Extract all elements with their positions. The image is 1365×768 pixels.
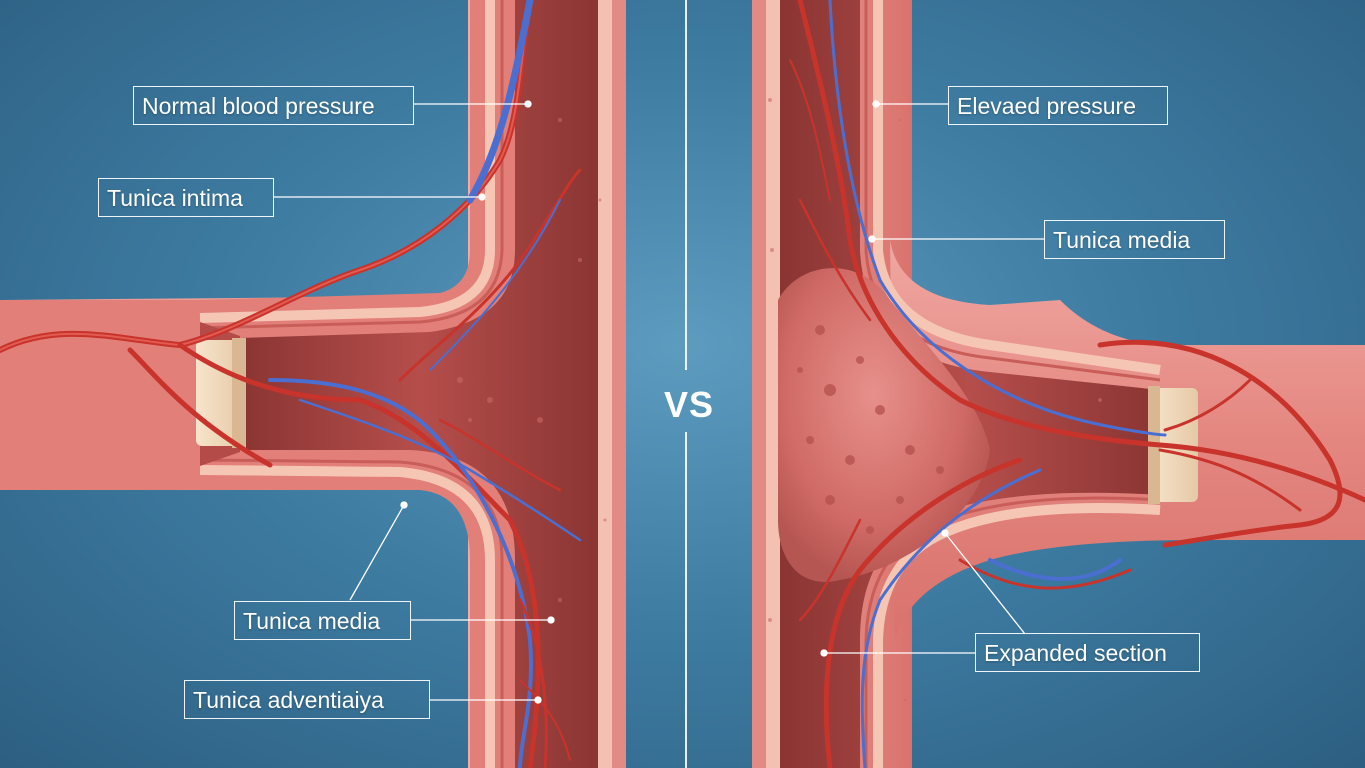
- right-blood-vessels: [789, 0, 1365, 768]
- label-normal-blood-pressure: Normal blood pressure: [133, 86, 414, 125]
- label-tunica-adventitia: Tunica adventiaiya: [184, 680, 430, 719]
- label-elevated-pressure: Elevaed pressure: [948, 86, 1168, 125]
- left-lumen: [240, 0, 600, 768]
- left-blood-vessels: [0, 0, 582, 768]
- label-tunica-media-left: Tunica media: [234, 601, 411, 640]
- label-tunica-intima: Tunica intima: [98, 178, 274, 217]
- leader-lines: [274, 100, 1044, 704]
- label-tunica-media-right: Tunica media: [1044, 220, 1225, 259]
- vs-label: VS: [663, 384, 715, 425]
- label-expanded-section: Expanded section: [975, 633, 1200, 672]
- right-lumen: [780, 0, 1160, 768]
